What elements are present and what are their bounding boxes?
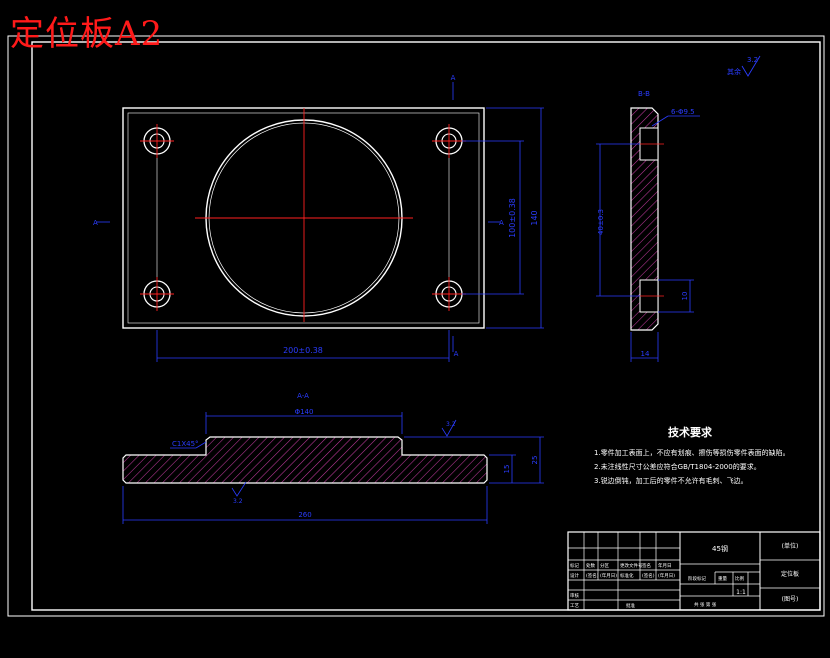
svg-text:设计: 设计 xyxy=(570,572,579,579)
section-title-bb: B-B xyxy=(638,90,650,98)
dim-section-top: Φ140 xyxy=(295,408,314,416)
front-view xyxy=(122,107,485,329)
svg-text:标准化: 标准化 xyxy=(620,572,634,579)
tb-drawing-no: (图号) xyxy=(782,596,799,603)
side-section xyxy=(630,107,664,331)
roughness-global-value: 3.2 xyxy=(747,56,758,64)
svg-text:重量: 重量 xyxy=(718,575,727,582)
tb-unit: (单位) xyxy=(782,542,799,550)
roughness-section-top: 3.2 xyxy=(446,421,456,428)
tb-material: 45钢 xyxy=(712,544,728,553)
dim-section-h2: 25 xyxy=(531,456,539,465)
tech-req-item-3: 3.锐边倒钝，加工后的零件不允许有毛刺、飞边。 xyxy=(594,476,748,485)
svg-text:标记: 标记 xyxy=(570,562,579,569)
svg-text:共 张 第 张: 共 张 第 张 xyxy=(694,601,717,608)
svg-text:(签名): (签名) xyxy=(642,572,655,579)
tech-req-item-1: 1.零件加工表面上，不应有划痕、擦伤等损伤零件表面的缺陷。 xyxy=(594,448,790,457)
bottom-dimensions xyxy=(122,412,544,524)
svg-text:批准: 批准 xyxy=(626,602,635,609)
svg-text:年月日: 年月日 xyxy=(658,562,672,569)
dim-side-thk: 14 xyxy=(641,350,650,358)
tech-req-title: 技术要求 xyxy=(668,425,713,439)
svg-text:处数: 处数 xyxy=(586,562,595,569)
front-dimensions xyxy=(96,82,544,362)
watermark-title: 定位板A2 xyxy=(10,14,164,54)
dim-height-100: 100±0.38 xyxy=(508,198,517,238)
svg-text:更改文件号: 更改文件号 xyxy=(620,562,643,569)
dim-section-width: 260 xyxy=(298,511,311,519)
svg-text:(签名): (签名) xyxy=(586,572,599,579)
tb-cells: 标记 处数 分区 更改文件号 签名 年月日 设计 (签名) (年月日) 标准化 … xyxy=(570,562,744,609)
tb-scale: 1:1 xyxy=(736,589,746,596)
roughness-section-bottom: 3.2 xyxy=(233,498,243,505)
tb-drawing-name: 定位板 xyxy=(781,570,799,578)
svg-text:(年月日): (年月日) xyxy=(658,572,675,579)
dim-overall-h: 140 xyxy=(530,210,539,225)
svg-text:工艺: 工艺 xyxy=(570,603,579,609)
svg-text:阶段标记: 阶段标记 xyxy=(688,575,706,582)
tech-req-item-2: 2.未注线性尺寸公差应符合GB/T1804-2000的要求。 xyxy=(594,462,761,471)
title-block xyxy=(567,531,821,611)
dim-side-small: 10 xyxy=(681,292,689,301)
svg-text:(年月日): (年月日) xyxy=(600,572,617,579)
section-label-a-bottom: A xyxy=(454,350,459,358)
dim-counter-sink: 6-Φ9.5 xyxy=(671,108,695,116)
dim-width-200: 200±0.38 xyxy=(283,346,323,355)
svg-text:审核: 审核 xyxy=(570,592,579,599)
inner-frame xyxy=(31,41,821,611)
svg-text:比例: 比例 xyxy=(735,575,744,582)
side-dimensions xyxy=(596,115,700,362)
section-label-a-right: A xyxy=(499,219,504,227)
roughness-global-suffix: 其余 xyxy=(727,67,741,76)
section-title-aa: A-A xyxy=(297,392,309,400)
outer-frame xyxy=(7,35,825,617)
svg-text:签名: 签名 xyxy=(642,562,651,569)
section-label-a-left: A xyxy=(93,219,98,227)
roughness-global xyxy=(741,55,761,77)
dim-chamfer: C1X45° xyxy=(172,440,199,448)
dim-side-40: 40±0.3 xyxy=(597,209,605,235)
dim-section-h1: 15 xyxy=(503,465,511,474)
svg-text:分区: 分区 xyxy=(600,562,609,569)
section-label-a-top: A xyxy=(451,74,456,82)
